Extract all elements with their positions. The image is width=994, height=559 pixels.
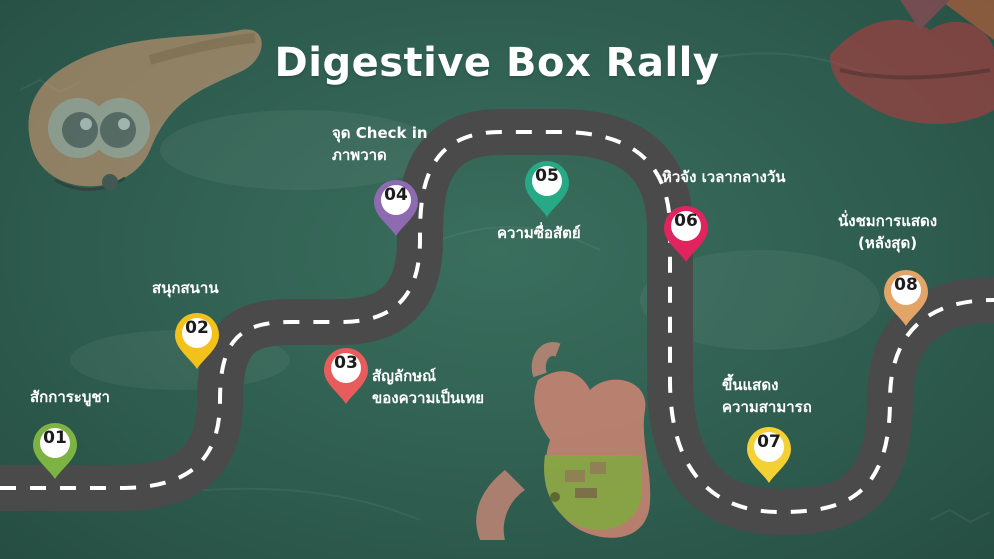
road-surface — [0, 109, 994, 535]
station-label-05: ความซื่อสัตย์ — [497, 222, 581, 244]
map-pin-icon — [747, 427, 791, 483]
station-label-03: สัญลักษณ์ของความเป็นเทย — [372, 365, 484, 409]
station-number: 05 — [535, 166, 559, 186]
map-pin-icon — [175, 313, 219, 369]
station-label-line: ความสามารถ — [722, 398, 812, 416]
station-marker-08: 08 — [880, 266, 932, 328]
map-pin-icon — [324, 348, 368, 404]
station-label-line: ความซื่อสัตย์ — [497, 224, 581, 242]
map-pin-icon — [664, 206, 708, 262]
station-label-line: นั่งชมการแสดง — [838, 212, 938, 230]
station-marker-07: 07 — [743, 423, 795, 485]
station-number: 07 — [757, 432, 781, 452]
station-number: 08 — [894, 275, 918, 295]
station-label-08: นั่งชมการแสดง (หลังสุด) — [838, 210, 937, 254]
station-marker-02: 02 — [171, 309, 223, 371]
station-label-line: (หลังสุด) — [858, 234, 918, 252]
station-label-07: ขึ้นแสดงความสามารถ — [722, 374, 812, 418]
station-label-04: จุด Check in ภาพวาด — [332, 122, 428, 166]
station-label-01: สักการะบูชา — [30, 386, 110, 408]
station-marker-05: 05 — [521, 157, 573, 219]
map-pin-icon — [374, 180, 418, 236]
station-label-06: หิวจัง เวลากลางวัน — [662, 166, 786, 188]
station-label-line: สนุกสนาน — [152, 279, 219, 297]
page-title: Digestive Box Rally — [274, 40, 720, 86]
station-number: 06 — [674, 211, 698, 231]
station-label-line: ภาพวาด — [332, 146, 387, 164]
station-marker-06: 06 — [660, 202, 712, 264]
map-pin-icon — [525, 161, 569, 217]
station-marker-03: 03 — [320, 344, 372, 406]
station-label-line: สักการะบูชา — [30, 388, 110, 406]
station-marker-01: 01 — [29, 419, 81, 481]
station-label-line: สัญลักษณ์ — [372, 367, 437, 385]
station-label-line: จุด Check in — [332, 124, 428, 142]
station-number: 03 — [334, 353, 358, 373]
road-center-dashes — [0, 130, 994, 515]
station-number: 02 — [185, 318, 209, 338]
station-marker-04: 04 — [370, 176, 422, 238]
station-number: 04 — [384, 185, 408, 205]
map-pin-icon — [33, 423, 77, 479]
station-number: 01 — [43, 428, 67, 448]
map-pin-icon — [884, 270, 928, 326]
station-label-line: ของความเป็นเทย — [372, 389, 485, 407]
station-label-line: หิวจัง เวลากลางวัน — [662, 168, 786, 186]
station-label-02: สนุกสนาน — [152, 277, 219, 299]
station-label-line: ขึ้นแสดง — [722, 376, 779, 394]
